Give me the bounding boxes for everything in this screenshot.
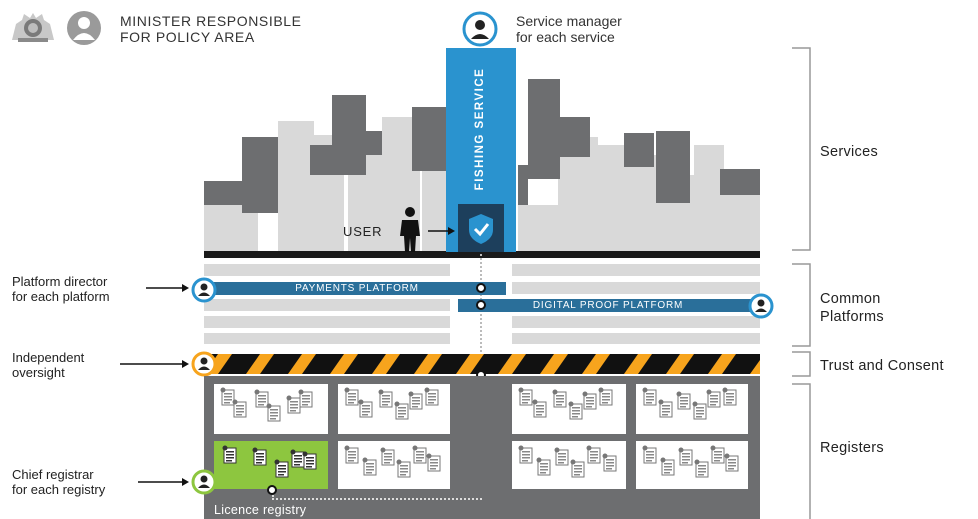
digital-proof-platform-bar: DIGITAL PROOF PLATFORM (458, 299, 758, 312)
digital-proof-director-icon (748, 293, 774, 319)
independent-oversight-label: Independent oversight (12, 350, 84, 380)
trust-consent-label: Trust and Consent (820, 358, 944, 374)
platform-director-arrow-icon (146, 283, 190, 293)
services-label: Services (820, 144, 878, 160)
minister-line2: FOR POLICY AREA (120, 29, 255, 45)
payments-platform-label: PAYMENTS PLATFORM (295, 283, 419, 294)
service-manager-line2: for each service (516, 29, 615, 45)
independent-line1: Independent (12, 350, 85, 365)
independent-oversight-arrow-icon (120, 359, 190, 369)
royal-crest-icon (8, 10, 58, 44)
user-arrow-icon (428, 226, 456, 236)
service-manager-label: Service manager for each service (516, 13, 622, 45)
chief-registrar-label: Chief registrar for each registry (12, 467, 105, 497)
platform-director-label: Platform director for each platform (12, 274, 110, 304)
service-manager-icon (460, 11, 500, 47)
fishing-service-shield-icon (458, 204, 504, 252)
services-skyline (200, 45, 765, 260)
minister-label: MINISTER RESPONSIBLE FOR POLICY AREA (120, 13, 302, 45)
payments-platform-bar: PAYMENTS PLATFORM (208, 282, 506, 295)
digital-proof-platform-label: DIGITAL PROOF PLATFORM (532, 300, 684, 311)
oversight-icon (191, 351, 217, 377)
licence-node-icon (267, 485, 277, 495)
chief-registrar-arrow-icon (138, 477, 190, 487)
minister-avatar-icon (66, 10, 102, 46)
right-brackets (790, 46, 814, 519)
digital-proof-node-icon (476, 300, 486, 310)
registers-label: Registers (820, 440, 884, 456)
licence-registry-label: Licence registry (214, 503, 307, 517)
platform-director-icon (191, 277, 217, 303)
chief-registrar-icon (191, 469, 217, 495)
platform-director-line2: for each platform (12, 289, 110, 304)
fishing-service-label: FISHING SERVICE (474, 67, 486, 191)
independent-line2: oversight (12, 365, 65, 380)
common-platforms-label: Common Platforms (820, 290, 884, 326)
payments-node-icon (476, 283, 486, 293)
minister-line1: MINISTER RESPONSIBLE (120, 13, 302, 29)
licence-connector-line (272, 488, 482, 500)
service-manager-line1: Service manager (516, 13, 622, 29)
chief-registrar-line1: Chief registrar (12, 467, 94, 482)
user-label: USER (343, 224, 383, 239)
platform-stripes (204, 264, 760, 344)
user-figure-icon (398, 206, 422, 252)
chief-registrar-line2: for each registry (12, 482, 106, 497)
document-stacks (204, 376, 760, 496)
common-line1: Common (820, 291, 881, 307)
platform-director-line1: Platform director (12, 274, 108, 289)
common-line2: Platforms (820, 309, 884, 325)
